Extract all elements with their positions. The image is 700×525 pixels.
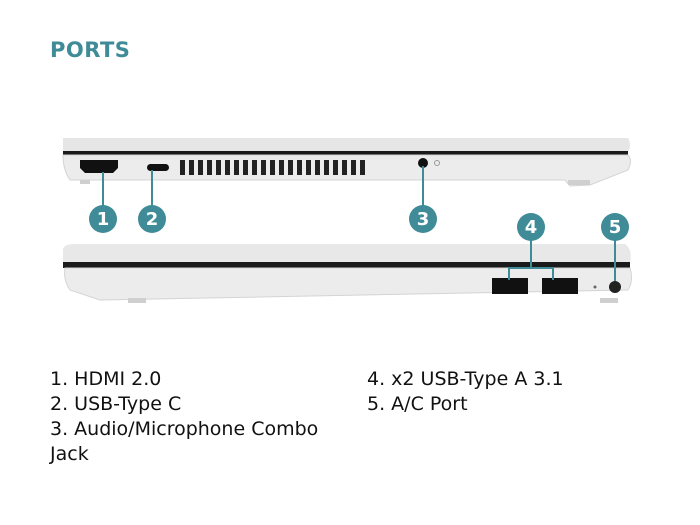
svg-text:5: 5 [609, 217, 622, 238]
badge-4: 4 [517, 213, 545, 241]
ports-list-left: 1. HDMI 2.0 2. USB-Type C 3. Audio/Micro… [50, 367, 340, 467]
badge-2: 2 [138, 205, 166, 233]
svg-text:1: 1 [97, 209, 110, 230]
svg-text:4: 4 [525, 217, 538, 238]
usb-a-port-2 [542, 278, 578, 294]
port-item-ac: 5. A/C Port [367, 393, 468, 415]
badge-5: 5 [601, 213, 629, 241]
ac-power-port [609, 281, 621, 293]
svg-text:2: 2 [146, 209, 159, 230]
port-item-hdmi: 1. HDMI 2.0 [50, 368, 162, 390]
svg-text:3: 3 [417, 209, 430, 230]
usb-a-port-1 [492, 278, 528, 294]
port-item-usb-c: 2. USB-Type C [50, 393, 182, 415]
laptop-left-side [62, 138, 631, 187]
badge-3: 3 [409, 205, 437, 233]
badge-1: 1 [89, 205, 117, 233]
audio-jack-port [418, 158, 428, 168]
usb-c-port [147, 164, 169, 171]
hdmi-port [80, 160, 118, 173]
air-vents [180, 160, 365, 175]
section-title: PORTS [50, 38, 131, 62]
port-item-audio: 3. Audio/Microphone Combo Jack [50, 418, 319, 465]
port-item-usb-a: 4. x2 USB-Type A 3.1 [367, 368, 564, 390]
ports-list-right: 4. x2 USB-Type A 3.1 5. A/C Port [367, 367, 667, 417]
laptop-right-side [63, 244, 633, 303]
